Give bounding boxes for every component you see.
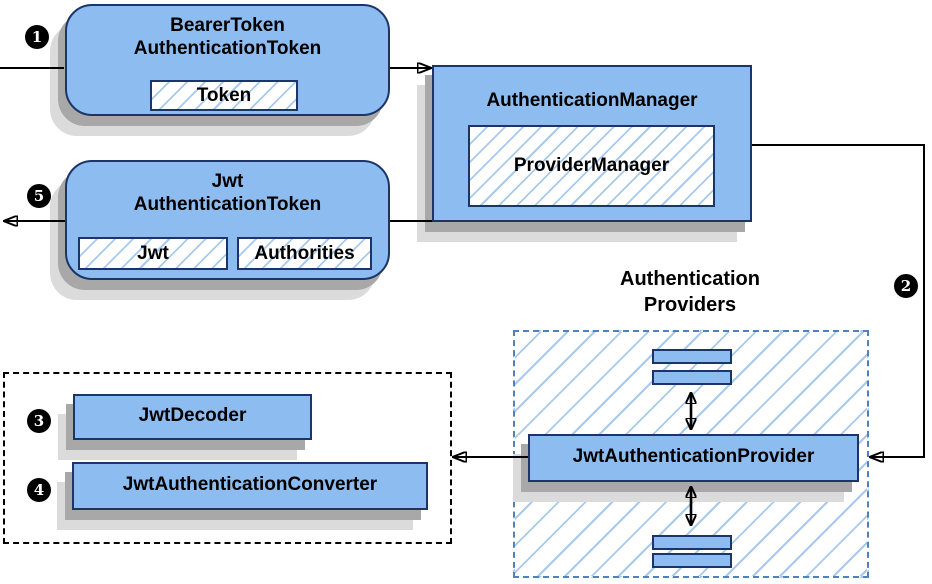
jwt-field: Jwt bbox=[78, 237, 228, 270]
jwt-decoder-box: JwtDecoder bbox=[73, 394, 312, 440]
jwt-authentication-provider-title: JwtAuthenticationProvider bbox=[572, 446, 815, 467]
jwt-decoder-title: JwtDecoder bbox=[138, 405, 247, 426]
decoder-converter-group-box bbox=[3, 372, 452, 544]
jwt-authentication-provider-box: JwtAuthenticationProvider bbox=[528, 434, 859, 482]
provider-slot-bar-bottom-1 bbox=[652, 535, 732, 550]
jwt-authentication-converter-box: JwtAuthenticationConverter bbox=[72, 462, 428, 510]
jwt-token-title-line2: AuthenticationToken bbox=[133, 194, 322, 215]
step-4-badge: 4 bbox=[27, 478, 51, 502]
jwt-authentication-converter-title: JwtAuthenticationConverter bbox=[122, 474, 378, 495]
authentication-providers-label-line2: Providers bbox=[643, 294, 737, 316]
jwt-token-title-line1: Jwt bbox=[211, 171, 244, 192]
bearer-token-title-line2: AuthenticationToken bbox=[133, 38, 322, 59]
authentication-providers-label-line1: Authentication bbox=[620, 268, 760, 290]
step-1-badge: 1 bbox=[25, 25, 49, 49]
provider-manager-field: ProviderManager bbox=[468, 125, 715, 207]
authentication-providers-label: Authentication Providers bbox=[556, 266, 824, 318]
authorities-field: Authorities bbox=[237, 237, 372, 270]
provider-slot-bar-top-2 bbox=[652, 370, 732, 385]
jwt-token-box-title: Jwt AuthenticationToken bbox=[67, 170, 388, 216]
step-5-badge: 5 bbox=[27, 184, 51, 208]
bearer-token-title-line1: BearerToken bbox=[170, 15, 285, 36]
token-field: Token bbox=[150, 80, 298, 111]
authentication-manager-title: AuthenticationManager bbox=[486, 90, 698, 111]
step-3-badge: 3 bbox=[27, 409, 51, 433]
provider-slot-bar-top-1 bbox=[652, 349, 732, 364]
step-2-badge: 2 bbox=[894, 274, 918, 298]
provider-slot-bar-bottom-2 bbox=[652, 553, 732, 568]
bearer-token-box-title: BearerToken AuthenticationToken bbox=[67, 14, 388, 60]
